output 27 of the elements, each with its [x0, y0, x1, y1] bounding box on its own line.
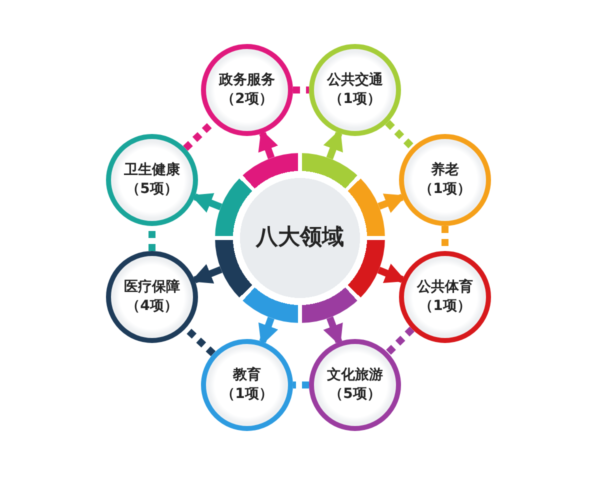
arrow	[377, 264, 406, 284]
category-label: （1项）	[329, 90, 381, 109]
dashed-connector	[385, 120, 415, 150]
dashed-connector	[385, 326, 415, 356]
category-label: （5项）	[126, 180, 178, 199]
category-label: 公共交通	[327, 71, 383, 90]
title-text: 八大领域	[256, 224, 344, 252]
category-label: 养老	[431, 161, 459, 180]
category-label: （2项）	[221, 90, 273, 109]
category-label: 文化旅游	[327, 366, 383, 385]
category-label: （1项）	[419, 297, 471, 316]
arrow	[378, 194, 406, 214]
dashed-connector	[293, 382, 309, 388]
arrow	[323, 316, 343, 346]
category-label: （1项）	[221, 385, 273, 404]
category-label: （4项）	[126, 297, 178, 316]
arrow	[258, 129, 278, 160]
arrow	[323, 129, 343, 160]
category-label: 公共体育	[417, 278, 473, 297]
category-label: 政务服务	[219, 71, 275, 90]
category-label: （1项）	[419, 180, 471, 199]
category-label: （5项）	[329, 385, 381, 404]
category-label: 教育	[233, 366, 261, 385]
category-label: 医疗保障	[124, 278, 180, 297]
category-label: 卫生健康	[124, 161, 180, 180]
dashed-connector	[293, 86, 309, 94]
arrow	[190, 264, 222, 284]
